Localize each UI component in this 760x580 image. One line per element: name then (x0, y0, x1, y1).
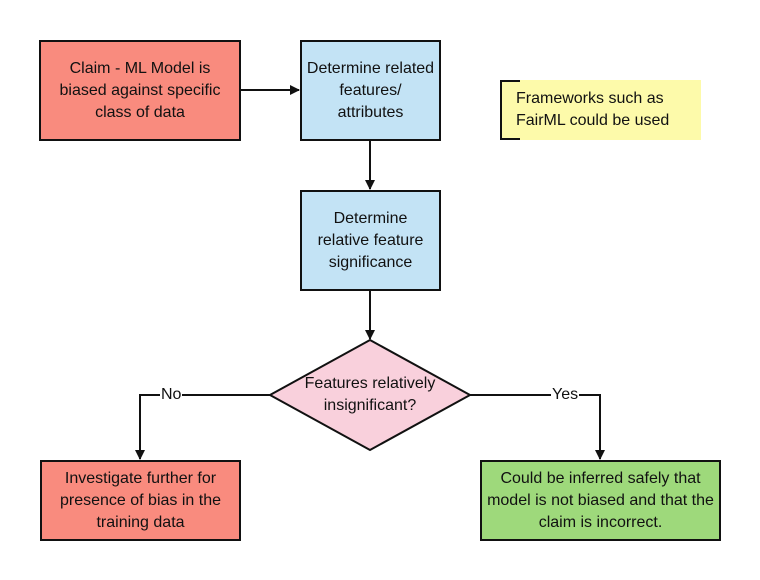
note-annotation-text: Frameworks such as FairML could be used (516, 90, 670, 129)
note-bracket (500, 80, 520, 140)
claim-node: Claim - ML Model is biased against speci… (39, 40, 241, 141)
edge-decision-no (135, 394, 270, 460)
edge-label-no: No (160, 386, 183, 404)
investigate-node-text: Investigate further for presence of bias… (60, 469, 221, 531)
relative-significance-node-text: Determine relative feature significance (317, 209, 424, 271)
note-annotation: Frameworks such as FairML could be used (500, 80, 701, 140)
not-biased-node-text: Could be inferred safely that model is n… (487, 469, 714, 531)
decision-text: Features relatively insignificant? (304, 375, 436, 414)
not-biased-node: Could be inferred safely that model is n… (480, 460, 721, 541)
related-features-node: Determine related features/ attributes (300, 40, 441, 141)
edge-decision-yes (470, 394, 605, 460)
relative-significance-node: Determine relative feature significance (300, 190, 441, 291)
decision-node-text: Features relatively insignificant? (290, 373, 450, 417)
decision-diamond (267, 338, 473, 452)
related-features-node-text: Determine related features/ attributes (306, 59, 435, 121)
claim-node-text: Claim - ML Model is biased against speci… (59, 59, 221, 121)
edge-label-yes: Yes (551, 386, 580, 404)
investigate-node: Investigate further for presence of bias… (40, 460, 241, 541)
